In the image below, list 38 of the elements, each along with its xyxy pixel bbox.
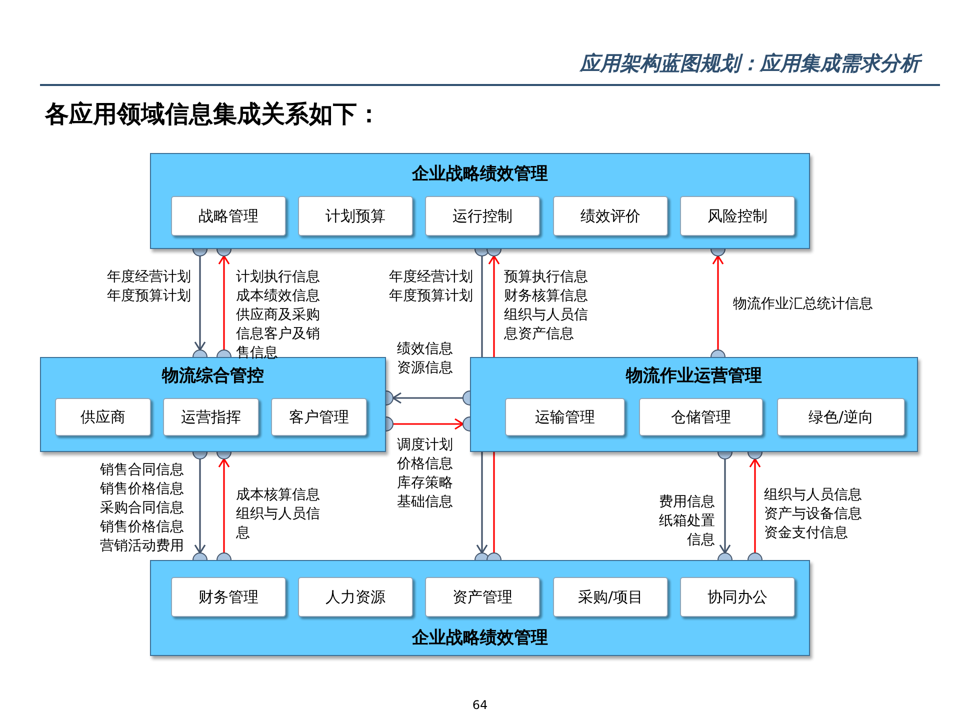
- edge-label: 计划执行信息成本绩效信息供应商及采购信息客户及销售信息: [236, 268, 321, 363]
- edge-label: 组织与人员信息资产与设备信息资金支付信息: [764, 486, 863, 543]
- module-box: 战略管理: [171, 196, 286, 236]
- module-box: 资产管理: [425, 577, 540, 617]
- edge-label: 绩效信息资源信息: [397, 340, 454, 378]
- module-box: 绿色/逆向: [777, 398, 905, 436]
- module-box: 风险控制: [680, 196, 795, 236]
- module-box: 采购/项目: [553, 577, 668, 617]
- edge-label: 物流作业汇总统计信息: [733, 295, 874, 314]
- page-number: 64: [471, 698, 489, 712]
- group-panel: [150, 560, 810, 656]
- module-box: 计划预算: [298, 196, 413, 236]
- group-panel: [150, 153, 810, 249]
- panel-title: 企业战略绩效管理: [412, 163, 548, 185]
- edge-label: 预算执行信息财务核算信息组织与人员信息资产信息: [504, 268, 589, 344]
- edge-label: 年度经营计划年度预算计划: [106, 268, 191, 306]
- module-box: 运营指挥: [163, 398, 259, 436]
- edge-label: 成本核算信息组织与人员信息: [236, 486, 321, 543]
- panel-title: 企业战略绩效管理: [412, 627, 548, 649]
- edge-label: 销售合同信息销售价格信息采购合同信息销售价格信息营销活动费用: [100, 461, 185, 556]
- panel-title: 物流作业运营管理: [626, 365, 762, 387]
- module-box: 协同办公: [680, 577, 795, 617]
- group-panel: [470, 357, 918, 452]
- module-box: 仓储管理: [639, 398, 763, 436]
- edge-label: 调度计划价格信息库存策略基础信息: [397, 436, 454, 512]
- module-box: 客户管理: [271, 398, 367, 436]
- edge-label: 年度经营计划年度预算计划: [388, 268, 473, 306]
- module-box: 绩效评价: [553, 196, 668, 236]
- group-panel: [40, 357, 386, 452]
- module-box: 人力资源: [298, 577, 413, 617]
- edge-label: 费用信息纸箱处置信息: [658, 493, 715, 550]
- module-box: 供应商: [55, 398, 151, 436]
- subtitle: 各应用领域信息集成关系如下：: [45, 99, 381, 130]
- module-box: 运输管理: [505, 398, 625, 436]
- module-box: 运行控制: [425, 196, 540, 236]
- page-title: 应用架构蓝图规划：应用集成需求分析: [580, 50, 920, 77]
- module-box: 财务管理: [171, 577, 286, 617]
- panel-title: 物流综合管控: [162, 365, 264, 387]
